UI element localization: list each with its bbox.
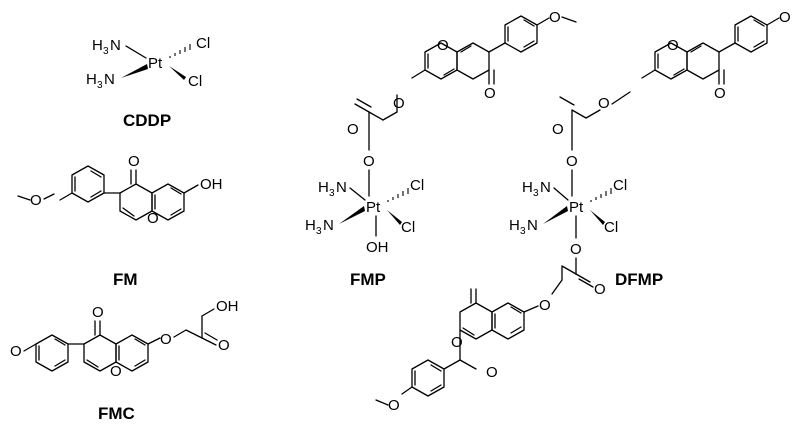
dfmp-h-1: H — [522, 179, 533, 196]
dfmp-ester-o-1: O — [566, 153, 578, 170]
fmp-n-2: N — [323, 217, 334, 234]
dfmp-ether-o-2: O — [539, 297, 551, 314]
cddp-cl-2: Cl — [188, 73, 202, 90]
dfmp-cl-1: Cl — [613, 177, 627, 194]
dfmp-n-2: N — [527, 217, 538, 234]
cddp-pt: Pt — [148, 55, 163, 72]
dfmp-n-1: N — [540, 179, 551, 196]
fmp-ketone-o: O — [484, 85, 496, 102]
dfmp-carbonyl-o-2: O — [594, 281, 606, 298]
fmc-acid-o: O — [218, 337, 230, 354]
fm-methoxy-o: O — [30, 192, 42, 209]
fmp-structure: O O O O O O H 3 N H 3 N Pt — [305, 9, 577, 289]
fmp-cl-1: Cl — [410, 177, 424, 194]
fmc-structure: O O O O O OH FMC — [10, 298, 239, 423]
dfmp-h-2: H — [509, 217, 520, 234]
cddp-structure: H 3 N H 3 N Pt Cl Cl CDDP — [86, 35, 210, 130]
fmp-ester-o: O — [363, 153, 375, 170]
fmp-h-1: H — [318, 179, 329, 196]
dfmp-ring-o-1: O — [667, 37, 679, 54]
dfmp-methoxy-o-1: O — [779, 9, 791, 26]
fmp-pt: Pt — [366, 199, 381, 216]
fmp-carbonyl-o: O — [347, 121, 359, 138]
fmp-cl-2: Cl — [401, 219, 415, 236]
cddp-sub-2: 3 — [97, 80, 103, 91]
cddp-cl-1: Cl — [196, 35, 210, 52]
dfmp-ketone-o-1: O — [714, 85, 726, 102]
fm-ketone-o: O — [128, 153, 140, 170]
cddp-sub-1: 3 — [103, 46, 109, 57]
dfmp-ketone-o-2: O — [451, 334, 463, 351]
fmc-methoxy-o: O — [10, 343, 22, 360]
dfmp-cl-2: Cl — [604, 219, 618, 236]
fmp-caption: FMP — [350, 270, 386, 289]
fmc-ether-o: O — [160, 331, 172, 348]
fmp-ether-o: O — [393, 95, 405, 112]
fm-structure: O O O OH FM — [17, 153, 223, 289]
dfmp-structure: O O O O O O H 3 N H 3 N Pt — [375, 9, 791, 414]
dfmp-ester-o-2: O — [570, 241, 582, 258]
fmp-sub-1: 3 — [329, 188, 335, 199]
fm-caption: FM — [113, 270, 138, 289]
fmc-caption: FMC — [98, 404, 135, 423]
fmp-ring-o: O — [437, 37, 449, 54]
fmp-h-2: H — [305, 217, 316, 234]
cddp-n-1: N — [110, 37, 121, 54]
dfmp-caption: DFMP — [615, 270, 663, 289]
dfmp-ether-o-1: O — [598, 95, 610, 112]
fm-oh: OH — [200, 176, 223, 193]
dfmp-sub-2: 3 — [520, 226, 526, 237]
dfmp-carbonyl-o-1: O — [552, 121, 564, 138]
dfmp-methoxy-o-2: O — [388, 397, 400, 414]
cddp-h-2: H — [86, 71, 97, 88]
fmc-ring-o: O — [110, 363, 122, 380]
fmp-n-1: N — [336, 179, 347, 196]
fmp-oh: OH — [366, 239, 389, 256]
fm-ring-o: O — [147, 210, 159, 227]
fmc-acid-oh: OH — [216, 298, 239, 315]
cddp-n-2: N — [104, 71, 115, 88]
dfmp-ring-o-2: O — [486, 364, 498, 381]
cddp-caption: CDDP — [123, 111, 171, 130]
fmc-ketone-o: O — [92, 304, 104, 321]
fmp-sub-2: 3 — [316, 226, 322, 237]
fmp-methoxy-o: O — [549, 9, 561, 26]
dfmp-sub-1: 3 — [533, 188, 539, 199]
cddp-h-1: H — [92, 37, 103, 54]
dfmp-pt: Pt — [569, 199, 584, 216]
